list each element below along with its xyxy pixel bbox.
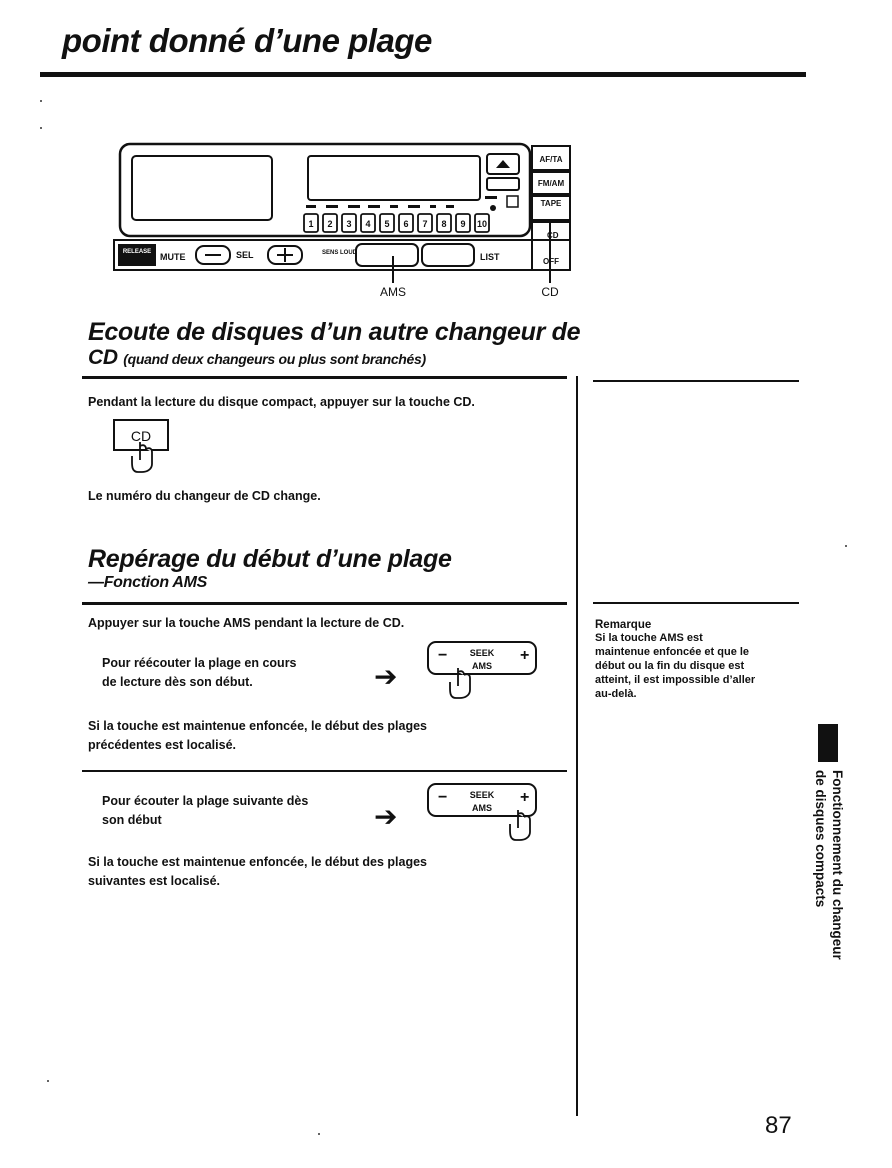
remark-title: Remarque (595, 619, 652, 631)
remark-box: Remarque Si la touche AMS est maintenue … (595, 619, 795, 701)
arrow-right-icon: ➔ (374, 661, 398, 692)
section1-rule (82, 376, 567, 379)
scan-dot (318, 1133, 320, 1135)
eject-icon (496, 160, 510, 168)
scan-dot (845, 545, 847, 547)
svg-text:SEEK: SEEK (470, 648, 495, 658)
chapter-tab-marker (818, 724, 838, 762)
svg-text:−: − (438, 789, 447, 806)
svg-text:8: 8 (441, 219, 446, 229)
svg-text:AMS: AMS (472, 803, 492, 813)
display-left (131, 155, 273, 221)
cd-button (113, 419, 169, 451)
step1-text: Pour réécouter la plage en cours de lect… (102, 656, 297, 689)
scan-dot (47, 1080, 49, 1082)
car-stereo-illustration: 12 34 56 78 910 AF/TA FM/AM TAPE OFF CD … (113, 142, 571, 299)
scan-dot (40, 127, 42, 129)
svg-text:5: 5 (384, 219, 389, 229)
svg-text:−: − (438, 647, 447, 664)
cd-callout: CD (541, 285, 559, 299)
tape-button: TAPE (541, 199, 562, 208)
remark-text: Si la touche AMS est maintenue enfoncée … (595, 632, 756, 700)
section2-divider (82, 770, 567, 772)
off-button: OFF (543, 257, 559, 266)
sens-loud-button: SENS LOUD (322, 250, 358, 256)
right-rule-1 (593, 380, 799, 382)
fm-am-button: FM/AM (538, 179, 565, 188)
section1-instruction: Pendant la lecture du disque compact, ap… (88, 395, 475, 409)
seek-ams-button (427, 783, 537, 817)
column-divider (576, 376, 578, 1116)
display-right (307, 155, 481, 201)
page-number: 87 (765, 1112, 792, 1139)
arrow-right-icon: ➔ (374, 801, 398, 832)
section2-instruction: Appuyer sur la touche AMS pendant la lec… (88, 616, 405, 630)
seek-ams-button (427, 641, 537, 675)
svg-text:9: 9 (460, 219, 465, 229)
svg-text:1: 1 (308, 219, 313, 229)
af-ta-button: AF/TA (540, 155, 563, 164)
pointing-hand-icon (131, 442, 153, 473)
scan-dot (40, 100, 42, 102)
eject-button (486, 153, 520, 175)
svg-text:10: 10 (477, 219, 487, 229)
svg-text:7: 7 (422, 219, 427, 229)
pointing-hand-icon (509, 810, 531, 841)
stereo-body (118, 142, 532, 238)
section1-title: Ecoute de disques d’un autre changeur de (88, 318, 581, 346)
svg-text:+: + (520, 647, 529, 664)
svg-text:+: + (520, 789, 529, 806)
sel-button: SEL (236, 250, 254, 260)
cd-button-label: CD (547, 231, 559, 240)
svg-text:AMS: AMS (472, 661, 492, 671)
mute-button: MUTE (160, 252, 186, 262)
ams-callout: AMS (380, 285, 406, 299)
section2-title: Repérage du début d’une plage (88, 545, 452, 573)
cd-button-illustration: CD (113, 419, 169, 473)
note2-text: Si la touche est maintenue enfoncée, le … (88, 855, 427, 888)
svg-text:SEEK: SEEK (470, 790, 495, 800)
svg-text:4: 4 (365, 219, 370, 229)
control-row (113, 239, 571, 271)
header-rule (40, 72, 806, 77)
svg-text:6: 6 (403, 219, 408, 229)
release-button: RELEASE (123, 249, 151, 255)
list-button: LIST (480, 252, 500, 262)
svg-text:3: 3 (346, 219, 351, 229)
step2-text: Pour écouter la plage suivante dès son d… (102, 794, 309, 827)
section2-rule (82, 602, 567, 605)
svg-text:CD: CD (131, 428, 151, 444)
page-title: point donné d’une plage (62, 22, 432, 59)
seek-button-illustration-1: − + SEEK AMS (427, 641, 537, 699)
right-rule-2 (593, 602, 799, 604)
seek-button-illustration-2: − + SEEK AMS (427, 783, 537, 841)
section2-subtitle: —Fonction AMS (88, 574, 208, 591)
section1-result: Le numéro du changeur de CD change. (88, 489, 321, 503)
svg-text:2: 2 (327, 219, 332, 229)
section1-subtitle: CD (quand deux changeurs ou plus sont br… (88, 346, 426, 369)
note1-text: Si la touche est maintenue enfoncée, le … (88, 719, 427, 752)
pointing-hand-icon (449, 668, 471, 699)
